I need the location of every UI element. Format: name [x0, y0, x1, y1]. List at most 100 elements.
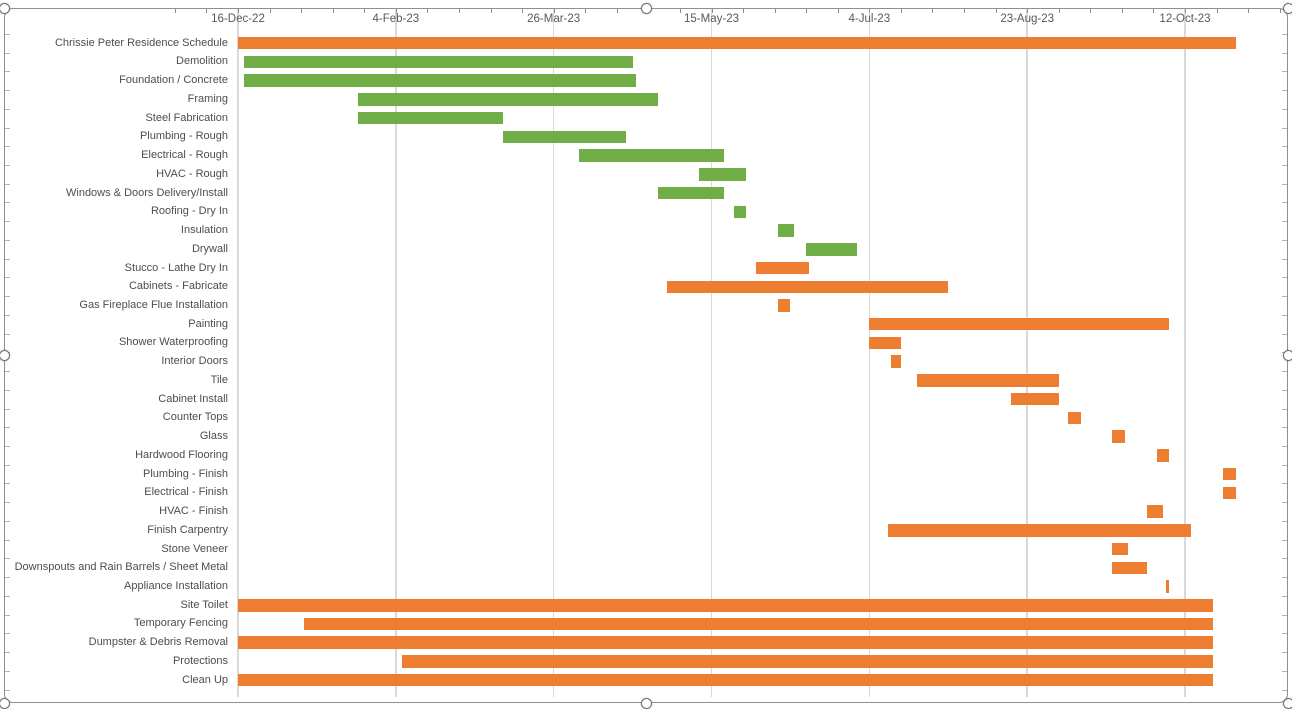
task-label: Glass	[199, 430, 228, 443]
gantt-bar[interactable]	[1112, 561, 1148, 575]
gantt-bar[interactable]	[891, 355, 901, 368]
gantt-bar[interactable]	[777, 299, 791, 312]
gridline	[1026, 9, 1028, 697]
category-axis-tick-right	[1282, 464, 1288, 466]
category-axis-tick-left	[4, 108, 10, 110]
gantt-bar[interactable]	[244, 55, 633, 69]
gantt-bar[interactable]	[869, 317, 1170, 331]
x-axis-minor-tick	[743, 9, 745, 13]
task-label: Site Toilet	[180, 598, 229, 611]
category-axis-tick-left	[4, 296, 10, 298]
category-axis-tick-right	[1282, 108, 1288, 110]
gantt-bar[interactable]	[916, 374, 1059, 387]
category-axis-tick-left	[4, 333, 10, 335]
x-axis-minor-tick	[1090, 9, 1092, 13]
category-axis-tick-left	[4, 652, 10, 654]
selection-handle-top-center[interactable]	[640, 2, 652, 14]
category-axis-tick-right	[1282, 52, 1288, 54]
selection-handle-bottom-center[interactable]	[640, 697, 652, 709]
gridline	[710, 9, 713, 697]
gantt-bar[interactable]	[578, 149, 725, 162]
gantt-bar[interactable]	[1068, 411, 1081, 425]
gantt-bar[interactable]	[238, 673, 1214, 687]
gantt-bar[interactable]	[238, 636, 1214, 649]
category-axis-tick-left	[4, 371, 10, 373]
selection-handle-middle-right[interactable]	[1282, 350, 1292, 361]
task-label: Clean Up	[182, 673, 228, 686]
x-axis-minor-tick	[774, 9, 776, 13]
task-label: Foundation / Concrete	[119, 74, 228, 87]
category-axis-tick-right	[1282, 577, 1288, 579]
gantt-bar[interactable]	[1147, 505, 1163, 518]
category-axis-tick-left	[4, 558, 10, 560]
category-axis-tick-right	[1282, 296, 1288, 298]
gantt-bar[interactable]	[888, 524, 1192, 537]
category-axis-tick-right	[1282, 333, 1288, 335]
category-axis-tick-right	[1282, 558, 1288, 560]
category-axis-tick-left	[4, 127, 10, 129]
gantt-bar[interactable]	[777, 224, 794, 237]
gantt-bar[interactable]	[1222, 467, 1236, 481]
gantt-bar[interactable]	[869, 336, 901, 350]
gantt-bar[interactable]	[733, 205, 747, 219]
gantt-bar[interactable]	[1166, 580, 1170, 593]
x-axis-minor-tick	[995, 9, 997, 13]
category-axis-tick-right	[1282, 427, 1288, 429]
task-label: Finish Carpentry	[147, 523, 228, 536]
gantt-bar[interactable]	[667, 280, 949, 293]
gantt-bar[interactable]	[503, 130, 627, 144]
x-axis-minor-tick	[522, 9, 524, 13]
gantt-bar[interactable]	[357, 111, 504, 125]
task-label: Protections	[172, 654, 228, 667]
category-axis-tick-left	[4, 689, 10, 691]
category-axis-tick-right	[1282, 314, 1288, 316]
gantt-bar[interactable]	[357, 93, 658, 106]
gantt-bar[interactable]	[657, 186, 725, 200]
selection-handle-bottom-right[interactable]	[1282, 697, 1292, 709]
category-axis-tick-left	[4, 464, 10, 466]
category-axis-tick-right	[1282, 127, 1288, 129]
gantt-bar[interactable]	[244, 74, 636, 87]
category-axis-tick-left	[4, 239, 10, 241]
x-axis-minor-tick	[364, 9, 366, 13]
category-axis-tick-left	[4, 33, 10, 35]
gantt-bar[interactable]	[304, 617, 1214, 631]
gantt-bar[interactable]	[1011, 392, 1059, 406]
gantt-bar[interactable]	[402, 655, 1214, 668]
category-axis-tick-left	[4, 520, 10, 522]
gantt-bar[interactable]	[1156, 449, 1170, 462]
category-axis-tick-left	[4, 164, 10, 166]
gantt-bar[interactable]	[1112, 430, 1126, 443]
x-axis-minor-tick	[900, 9, 902, 13]
category-axis-tick-right	[1282, 277, 1288, 279]
gantt-bar[interactable]	[698, 168, 747, 181]
task-label: Insulation	[180, 224, 228, 237]
task-label: Chrissie Peter Residence Schedule	[54, 36, 228, 49]
task-label: Drywall	[191, 242, 228, 255]
task-label: Cabinets - Fabricate	[128, 280, 228, 293]
gantt-bar[interactable]	[755, 261, 810, 275]
category-axis-tick-left	[4, 539, 10, 541]
category-axis-tick-right	[1282, 520, 1288, 522]
gridline	[552, 9, 555, 697]
task-label: HVAC - Rough	[156, 167, 228, 180]
selection-handle-top-right[interactable]	[1282, 2, 1292, 14]
category-axis-tick-right	[1282, 502, 1288, 504]
category-axis-tick-right	[1282, 71, 1288, 73]
gantt-bar[interactable]	[806, 243, 857, 256]
task-label: Stone Veneer	[161, 542, 228, 555]
gantt-bar[interactable]	[238, 36, 1236, 50]
selection-handle-top-left[interactable]	[0, 2, 10, 14]
task-label: Downspouts and Rain Barrels / Sheet Meta…	[14, 561, 228, 574]
x-axis-minor-tick	[1153, 9, 1155, 13]
gantt-bar[interactable]	[1222, 486, 1236, 500]
gantt-bar[interactable]	[1112, 542, 1129, 556]
task-label: Dumpster & Debris Removal	[88, 636, 228, 649]
x-axis-tick-label: 4-Feb-23	[372, 13, 420, 25]
gantt-bar[interactable]	[238, 599, 1214, 612]
selection-handle-bottom-left[interactable]	[0, 697, 10, 709]
x-axis-minor-tick	[1279, 9, 1281, 13]
category-axis-tick-left	[4, 446, 10, 447]
selection-handle-middle-left[interactable]	[0, 350, 10, 361]
x-axis-minor-tick	[964, 9, 966, 13]
